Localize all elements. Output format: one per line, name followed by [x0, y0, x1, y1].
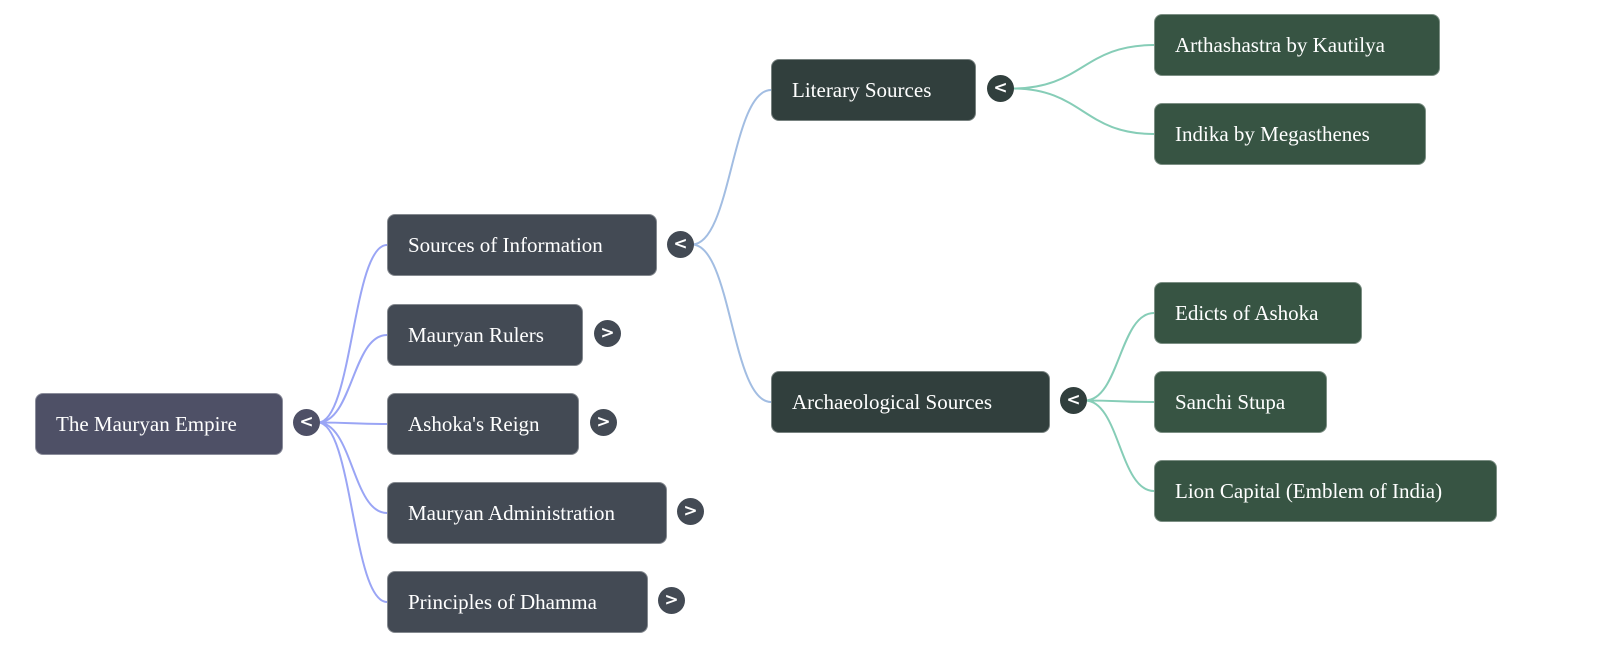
node-label: Edicts of Ashoka	[1175, 301, 1319, 325]
expand-ashoka-toggle-icon[interactable]: >	[590, 409, 617, 436]
collapse-root-toggle-icon[interactable]: <	[293, 409, 320, 436]
expand-rulers-toggle-icon[interactable]: >	[594, 320, 621, 347]
root-node[interactable]: The Mauryan Empire	[35, 393, 283, 455]
link-archaeological-to-lion	[1084, 399, 1155, 492]
node-label: Mauryan Rulers	[408, 323, 544, 347]
link-sources-to-archaeo	[691, 243, 772, 403]
collapse-literary-toggle-icon[interactable]: <	[987, 75, 1014, 102]
link-root-to-sources	[317, 244, 388, 424]
node-label: Literary Sources	[792, 78, 932, 102]
node-label: Ashoka's Reign	[408, 412, 540, 436]
link-root-to-rulers	[317, 334, 388, 424]
node-sources-of-information[interactable]: Sources of Information	[387, 214, 657, 276]
leaf-edicts-of-ashoka[interactable]: Edicts of Ashoka	[1154, 282, 1362, 344]
node-principles-of-dhamma[interactable]: Principles of Dhamma	[387, 571, 648, 633]
collapse-sources-toggle-icon[interactable]: <	[667, 231, 694, 258]
collapse-archaeological-toggle-icon[interactable]: <	[1060, 387, 1087, 414]
leaf-sanchi-stupa[interactable]: Sanchi Stupa	[1154, 371, 1327, 433]
node-label: Mauryan Administration	[408, 501, 616, 525]
expand-dhamma-toggle-icon[interactable]: >	[658, 587, 685, 614]
node-archaeological-sources[interactable]: Archaeological Sources	[771, 371, 1050, 433]
link-literary-to-indika	[1011, 87, 1155, 135]
node-label: Sanchi Stupa	[1175, 390, 1286, 414]
node-label: Lion Capital (Emblem of India)	[1175, 479, 1443, 503]
node-mauryan-administration[interactable]: Mauryan Administration	[387, 482, 667, 544]
node-label: Principles of Dhamma	[408, 590, 597, 614]
node-ashokas-reign[interactable]: Ashoka's Reign	[387, 393, 579, 455]
root-node-label: The Mauryan Empire	[56, 412, 237, 436]
link-root-to-dhamma	[317, 421, 388, 603]
node-literary-sources[interactable]: Literary Sources	[771, 59, 976, 121]
link-archaeological-to-edicts	[1084, 312, 1155, 402]
leaf-arthashastra-by-kautilya[interactable]: Arthashastra by Kautilya	[1154, 14, 1440, 76]
node-label: Archaeological Sources	[792, 390, 993, 414]
leaf-lion-capital[interactable]: Lion Capital (Emblem of India)	[1154, 460, 1497, 522]
node-label: Arthashastra by Kautilya	[1175, 33, 1385, 57]
node-mauryan-rulers[interactable]: Mauryan Rulers	[387, 304, 583, 366]
link-literary-to-arth	[1011, 44, 1155, 90]
node-label: Indika by Megasthenes	[1175, 122, 1370, 146]
link-root-to-admin	[317, 421, 388, 514]
link-root-to-ashoka	[317, 421, 388, 425]
link-sources-to-literary	[691, 89, 772, 246]
node-label: Sources of Information	[408, 233, 603, 257]
leaf-indika-by-megasthenes[interactable]: Indika by Megasthenes	[1154, 103, 1426, 165]
link-archaeological-to-sanchi	[1084, 399, 1155, 403]
expand-administration-toggle-icon[interactable]: >	[677, 498, 704, 525]
